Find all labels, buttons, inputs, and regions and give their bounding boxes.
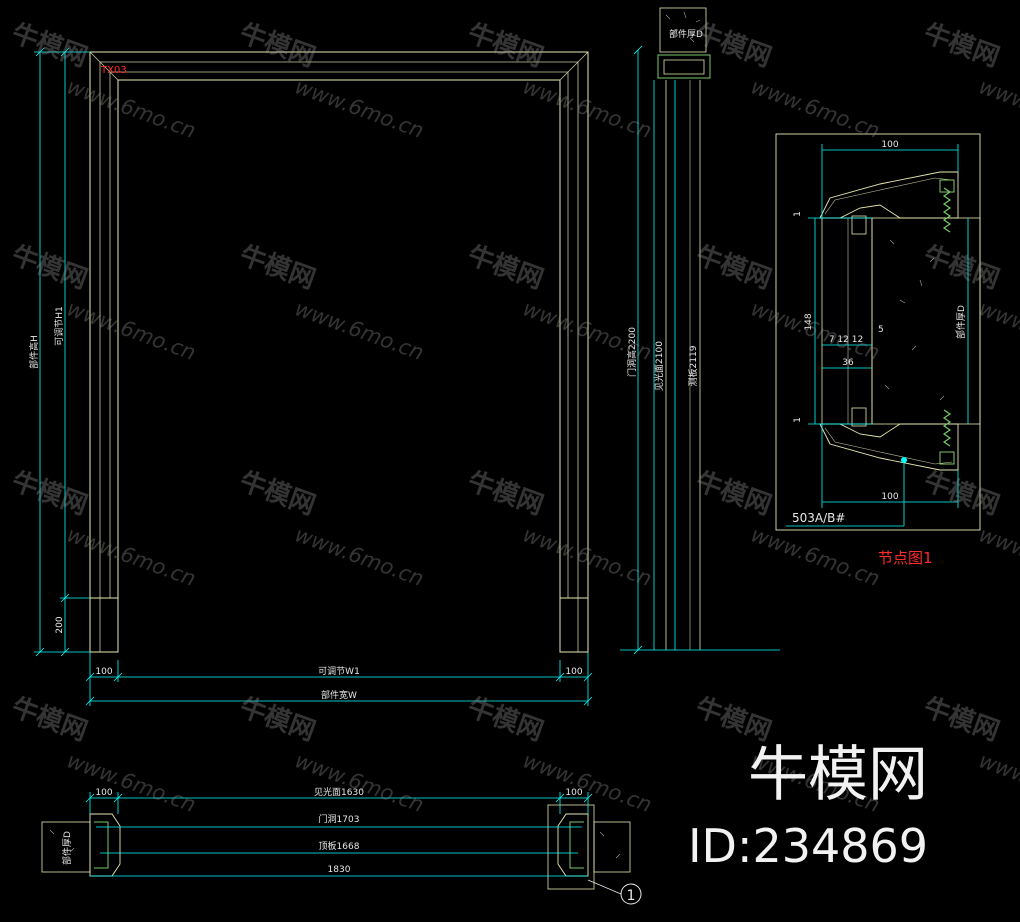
watermark-url: www.6mo.cn <box>64 522 199 591</box>
elev-overall-width: 部件宽W <box>321 689 357 701</box>
elev-left-width: 100 <box>95 667 112 677</box>
watermark-url: www.6mo.cn <box>292 296 427 365</box>
brand-name: 牛模网 <box>748 740 928 810</box>
watermark-url: www.6mo.cn <box>976 522 1020 591</box>
watermark-url: www.6mo.cn <box>520 748 655 817</box>
elevation-bottom-dims <box>85 652 593 706</box>
watermark-cn: 牛模网 <box>236 240 320 295</box>
watermark-layer: 牛模网www.6mo.cn牛模网www.6mo.cn牛模网www.6mo.cn牛… <box>8 18 1020 817</box>
overall-height-label: 部件高H <box>28 335 40 369</box>
watermark-cn: 牛模网 <box>692 240 776 295</box>
node-depth: 36 <box>842 358 854 368</box>
watermark-url: www.6mo.cn <box>292 74 427 143</box>
plan-right-width: 100 <box>565 788 582 798</box>
watermark-cn: 牛模网 <box>236 18 320 73</box>
node-dims <box>786 144 969 527</box>
frame-tag: TX03 <box>100 65 127 76</box>
base-height-label: 200 <box>55 616 65 633</box>
elevation-left-dims <box>34 47 90 657</box>
node-top-width: 100 <box>881 140 898 150</box>
watermark-cn: 牛模网 <box>920 466 1004 521</box>
watermark-url: www.6mo.cn <box>64 748 199 817</box>
watermark-url: www.6mo.cn <box>976 748 1020 817</box>
node-detail-dims: 7 12 12 <box>829 335 863 345</box>
door-opening-height: 门洞高2200 <box>626 327 638 377</box>
watermark-cn: 牛模网 <box>8 466 92 521</box>
node-bottom-width: 100 <box>881 492 898 502</box>
watermark-cn: 牛模网 <box>236 466 320 521</box>
section-dims <box>620 45 780 655</box>
right-plinth <box>559 597 589 653</box>
watermark-url: www.6mo.cn <box>64 296 199 365</box>
watermark-url: www.6mo.cn <box>292 748 427 817</box>
node-title: 节点图1 <box>878 549 933 567</box>
plan-clear-width: 见光面1630 <box>314 786 364 798</box>
node-height: 148 <box>804 313 814 330</box>
callout-number: 1 <box>627 888 636 904</box>
casing-height: 测板2119 <box>687 345 699 386</box>
watermark-url: www.6mo.cn <box>976 296 1020 365</box>
elevation-view: TX03 <box>89 51 589 653</box>
brand-id: ID:234869 <box>688 819 928 873</box>
watermark-cn: 牛模网 <box>692 466 776 521</box>
plan-overall: 1830 <box>328 865 351 875</box>
plan-top-board: 顶板1668 <box>319 840 360 852</box>
watermark-cn: 牛模网 <box>464 18 548 73</box>
watermark-cn: 牛模网 <box>8 692 92 747</box>
section-thickness-label: 部件厚D <box>669 28 703 40</box>
clear-height: 见光面2100 <box>653 341 665 391</box>
node-marker-top: 1 <box>793 211 803 217</box>
watermark-url: www.6mo.cn <box>520 522 655 591</box>
watermark-cn: 牛模网 <box>920 18 1004 73</box>
watermark-url: www.6mo.cn <box>748 522 883 591</box>
watermark-cn: 牛模网 <box>464 466 548 521</box>
node-gap: 5 <box>878 325 884 335</box>
plan-door-opening: 门洞1703 <box>319 813 360 825</box>
watermark-url: www.6mo.cn <box>976 74 1020 143</box>
left-plinth <box>89 597 119 653</box>
node-marker-bottom: 1 <box>793 417 803 423</box>
elev-right-width: 100 <box>565 667 582 677</box>
watermark-cn: 牛模网 <box>920 692 1004 747</box>
elev-adjustable-width: 可调节W1 <box>318 666 360 677</box>
watermark-cn: 牛模网 <box>8 240 92 295</box>
material-code: 503A/B# <box>792 511 845 525</box>
watermark-cn: 牛模网 <box>8 18 92 73</box>
leader-dot <box>901 457 907 463</box>
plan-dims <box>85 792 593 877</box>
watermark-url: www.6mo.cn <box>64 74 199 143</box>
plan-wall-label: 部件厚D <box>61 831 73 865</box>
watermark-url: www.6mo.cn <box>748 74 883 143</box>
watermark-url: www.6mo.cn <box>520 74 655 143</box>
adjustable-height-label: 可调节H1 <box>54 306 65 346</box>
watermark-url: www.6mo.cn <box>292 522 427 591</box>
watermark-cn: 牛模网 <box>920 240 1004 295</box>
watermark-cn: 牛模网 <box>464 240 548 295</box>
node-thickness: 部件厚D <box>955 305 967 339</box>
plan-left-width: 100 <box>95 788 112 798</box>
side-section <box>657 7 711 650</box>
